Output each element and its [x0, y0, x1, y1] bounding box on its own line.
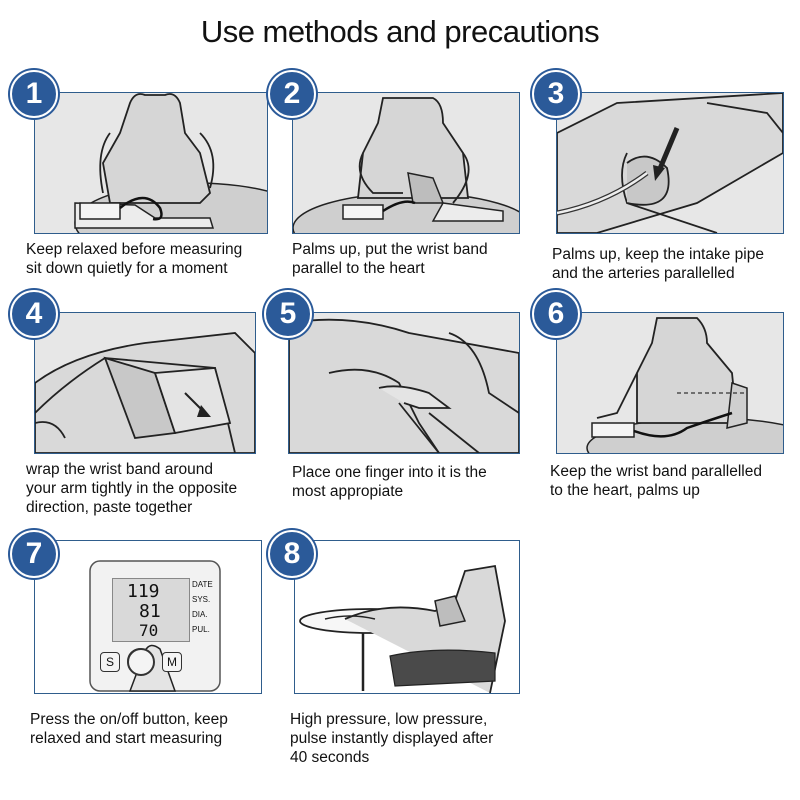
s-button[interactable]: S: [100, 652, 120, 672]
step-6-illustration: [556, 312, 784, 454]
table-arm-illustration: [299, 564, 506, 693]
power-button[interactable]: [127, 648, 155, 676]
step-caption: Keep relaxed before measuring sit down q…: [26, 241, 243, 277]
step-number-badge: 2: [268, 70, 316, 118]
seated-cuff-level-illustration: [586, 317, 783, 453]
step-4-illustration: [34, 312, 256, 454]
lcd-screen: 119 81 70: [112, 578, 190, 642]
pul-value: 70: [139, 621, 159, 640]
step-number-badge: 5: [264, 290, 312, 338]
step-number-badge: 1: [10, 70, 58, 118]
person-seated-illustration: [74, 93, 267, 233]
dia-value: 81: [139, 601, 161, 622]
step-8-illustration: [294, 540, 520, 694]
date-label: DATE: [192, 580, 213, 589]
step-3-illustration: [556, 92, 784, 234]
step-caption: Palms up, put the wrist band parallel to…: [292, 241, 488, 277]
step-caption: Place one finger into it is the most app…: [292, 464, 487, 500]
dia-label: DIA.: [192, 610, 208, 619]
step-caption: Palms up, keep the intake pipe and the a…: [552, 246, 764, 282]
step-number-badge: 7: [10, 530, 58, 578]
m-button[interactable]: M: [162, 652, 182, 672]
page-title: Use methods and precautions: [200, 14, 600, 49]
step-number-badge: 4: [10, 290, 58, 338]
step-number-badge: 3: [532, 70, 580, 118]
finger-fit-illustration: [289, 318, 519, 453]
wrap-band-illustration: [35, 332, 255, 453]
step-1-illustration: [34, 92, 268, 234]
sys-value: 119: [127, 581, 160, 602]
step-caption: Keep the wrist band parallelled to the h…: [550, 463, 762, 499]
step-number-badge: 8: [268, 530, 316, 578]
pul-label: PUL.: [192, 625, 210, 634]
step-caption: Press the on/off button, keep relaxed an…: [30, 711, 228, 747]
arm-intake-pipe-illustration: [557, 93, 783, 233]
step-2-illustration: [292, 92, 520, 234]
person-wrist-band-illustration: [293, 97, 519, 233]
step-caption: wrap the wrist band around your arm tigh…: [26, 461, 238, 516]
sys-label: SYS.: [192, 595, 211, 604]
step-5-illustration: [288, 312, 520, 454]
step-caption: High pressure, low pressure, pulse insta…: [290, 711, 494, 766]
step-number-badge: 6: [532, 290, 580, 338]
